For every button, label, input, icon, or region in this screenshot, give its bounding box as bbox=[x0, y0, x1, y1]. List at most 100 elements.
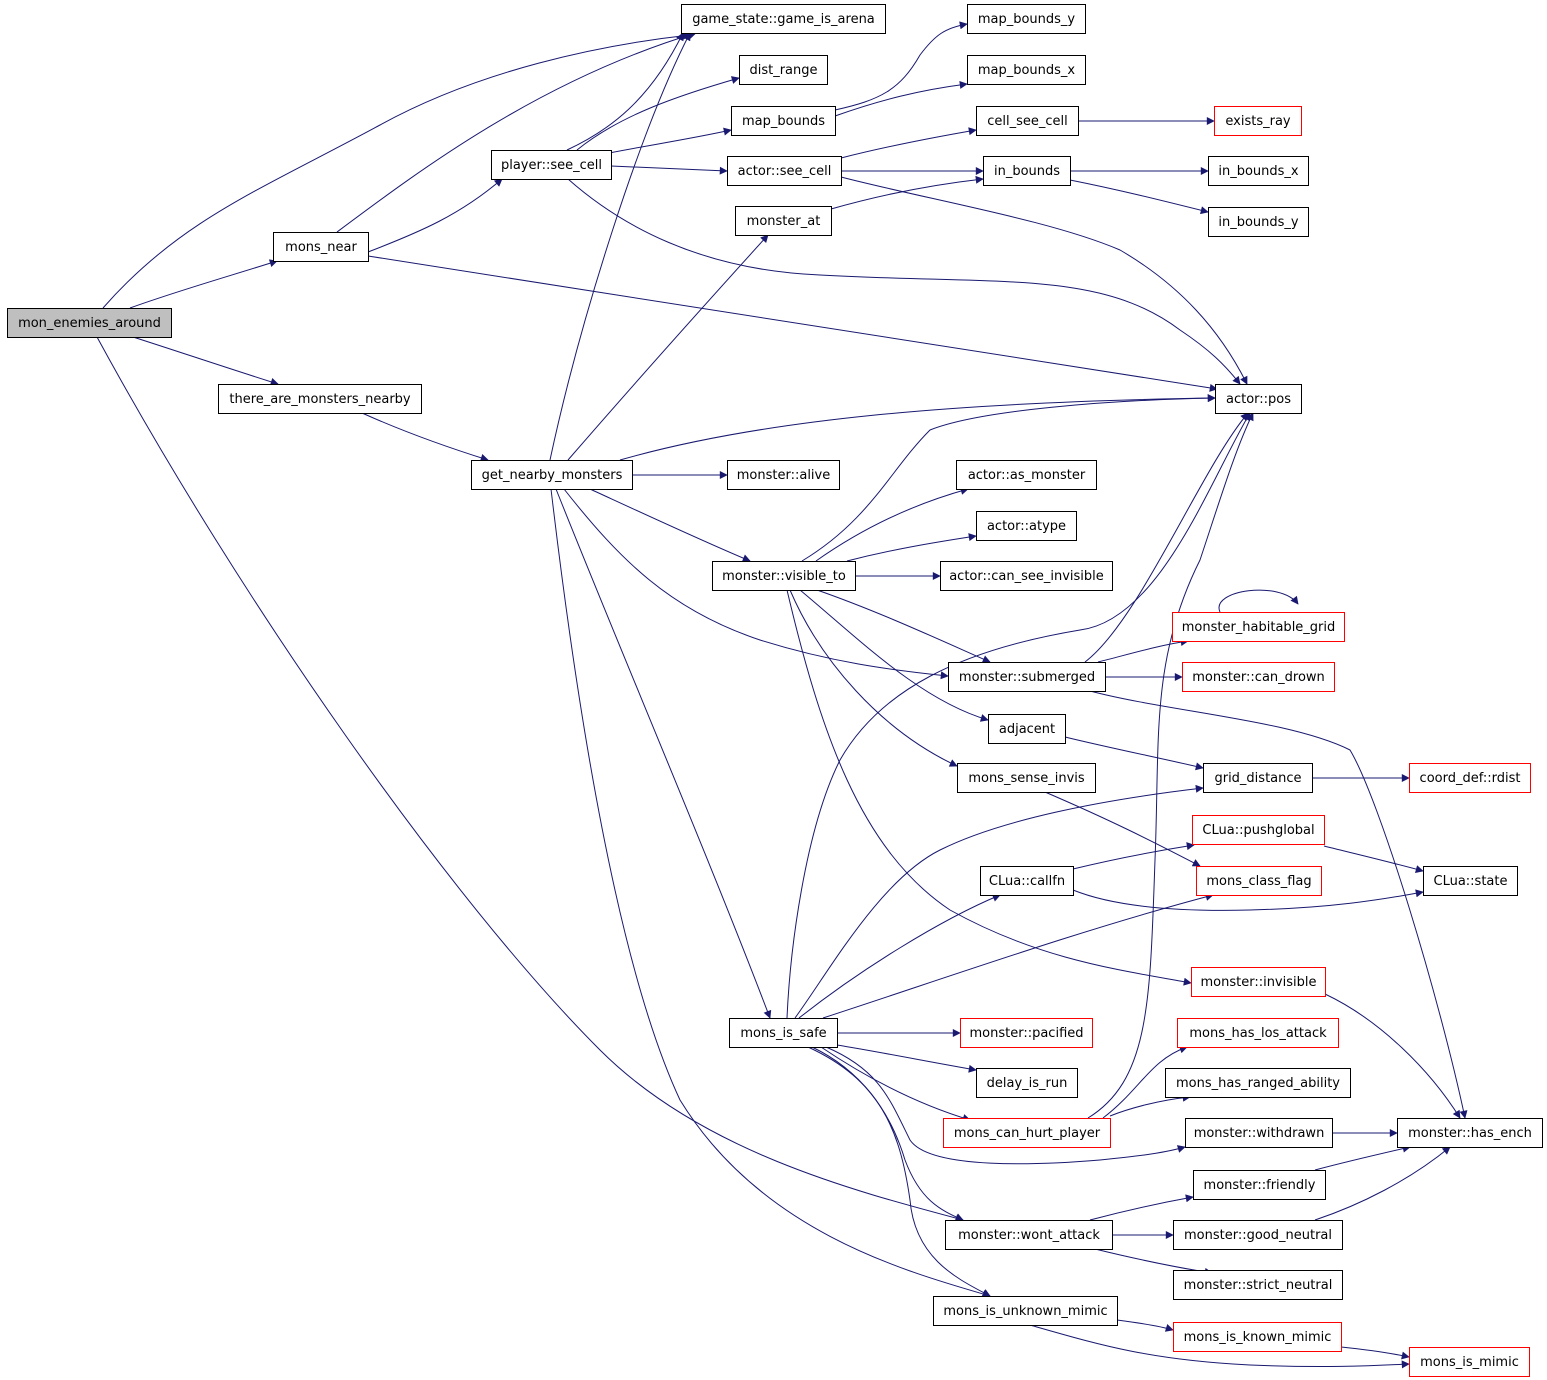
node-box-mons_near[interactable] bbox=[273, 232, 369, 262]
node-box-map_bounds_y[interactable] bbox=[967, 4, 1086, 34]
node-box-monster_has_ench[interactable] bbox=[1397, 1118, 1543, 1148]
node-box-mons_is_known_mimic[interactable] bbox=[1173, 1322, 1342, 1352]
node-map_bounds_y[interactable]: map_bounds_y bbox=[967, 4, 1086, 34]
node-box-there_are_monsters_nearby[interactable] bbox=[218, 384, 422, 414]
node-monster_visible_to[interactable]: monster::visible_to bbox=[712, 561, 856, 591]
node-box-adjacent[interactable] bbox=[988, 714, 1066, 744]
node-actor_pos[interactable]: actor::pos bbox=[1215, 384, 1302, 414]
node-get_nearby_monsters[interactable]: get_nearby_monsters bbox=[471, 460, 633, 490]
node-box-monster_wont_attack[interactable] bbox=[945, 1220, 1113, 1250]
node-dist_range[interactable]: dist_range bbox=[739, 55, 828, 85]
node-box-mons_is_unknown_mimic[interactable] bbox=[933, 1296, 1118, 1326]
node-box-coord_def_rdist[interactable] bbox=[1409, 763, 1531, 793]
node-clua_pushglobal[interactable]: CLua::pushglobal bbox=[1192, 815, 1325, 845]
node-delay_is_run[interactable]: delay_is_run bbox=[976, 1068, 1078, 1098]
node-box-monster_submerged[interactable] bbox=[948, 662, 1106, 692]
node-box-clua_callfn[interactable] bbox=[980, 866, 1074, 896]
node-in_bounds[interactable]: in_bounds bbox=[983, 156, 1071, 186]
node-box-in_bounds[interactable] bbox=[983, 156, 1071, 186]
node-adjacent[interactable]: adjacent bbox=[988, 714, 1066, 744]
node-box-actor_pos[interactable] bbox=[1215, 384, 1302, 414]
node-mons_is_known_mimic[interactable]: mons_is_known_mimic bbox=[1173, 1322, 1342, 1352]
node-mons_can_hurt_player[interactable]: mons_can_hurt_player bbox=[943, 1118, 1111, 1148]
node-box-player_see_cell[interactable] bbox=[491, 150, 612, 180]
node-box-mons_is_safe[interactable] bbox=[729, 1018, 838, 1048]
node-monster_withdrawn[interactable]: monster::withdrawn bbox=[1185, 1118, 1333, 1148]
node-box-get_nearby_monsters[interactable] bbox=[471, 460, 633, 490]
node-mons_is_unknown_mimic[interactable]: mons_is_unknown_mimic bbox=[933, 1296, 1118, 1326]
node-box-in_bounds_y[interactable] bbox=[1208, 207, 1309, 237]
node-box-clua_pushglobal[interactable] bbox=[1192, 815, 1325, 845]
node-actor_as_monster[interactable]: actor::as_monster bbox=[956, 460, 1097, 490]
node-box-game_is_arena[interactable] bbox=[681, 4, 886, 34]
node-box-map_bounds_x[interactable] bbox=[967, 55, 1086, 85]
node-monster_wont_attack[interactable]: monster::wont_attack bbox=[945, 1220, 1113, 1250]
node-box-monster_friendly[interactable] bbox=[1193, 1170, 1326, 1200]
node-map_bounds_x[interactable]: map_bounds_x bbox=[967, 55, 1086, 85]
node-box-monster_strict_neutral[interactable] bbox=[1173, 1270, 1343, 1300]
node-mons_near[interactable]: mons_near bbox=[273, 232, 369, 262]
node-box-monster_can_drown[interactable] bbox=[1182, 662, 1335, 692]
node-box-cell_see_cell[interactable] bbox=[976, 106, 1079, 136]
node-player_see_cell[interactable]: player::see_cell bbox=[491, 150, 612, 180]
node-box-actor_atype[interactable] bbox=[976, 511, 1077, 541]
node-exists_ray[interactable]: exists_ray bbox=[1214, 106, 1302, 136]
node-box-monster_good_neutral[interactable] bbox=[1173, 1220, 1343, 1250]
node-box-mons_is_mimic[interactable] bbox=[1409, 1347, 1530, 1377]
node-box-exists_ray[interactable] bbox=[1214, 106, 1302, 136]
node-mon_enemies_around[interactable]: mon_enemies_around bbox=[7, 308, 172, 338]
node-monster_pacified[interactable]: monster::pacified bbox=[960, 1018, 1093, 1048]
node-mons_is_mimic[interactable]: mons_is_mimic bbox=[1409, 1347, 1530, 1377]
node-mons_has_ranged_ability[interactable]: mons_has_ranged_ability bbox=[1165, 1068, 1351, 1098]
node-box-monster_visible_to[interactable] bbox=[712, 561, 856, 591]
node-game_is_arena[interactable]: game_state::game_is_arena bbox=[681, 4, 886, 34]
node-monster_alive[interactable]: monster::alive bbox=[727, 460, 840, 490]
node-box-mons_has_ranged_ability[interactable] bbox=[1165, 1068, 1351, 1098]
node-cell_see_cell[interactable]: cell_see_cell bbox=[976, 106, 1079, 136]
node-monster_strict_neutral[interactable]: monster::strict_neutral bbox=[1173, 1270, 1343, 1300]
node-mons_sense_invis[interactable]: mons_sense_invis bbox=[957, 763, 1096, 793]
node-there_are_monsters_nearby[interactable]: there_are_monsters_nearby bbox=[218, 384, 422, 414]
node-monster_invisible[interactable]: monster::invisible bbox=[1191, 967, 1326, 997]
node-box-mon_enemies_around[interactable] bbox=[7, 308, 172, 338]
node-box-monster_pacified[interactable] bbox=[960, 1018, 1093, 1048]
node-box-mons_has_los_attack[interactable] bbox=[1177, 1018, 1339, 1048]
node-box-monster_at[interactable] bbox=[735, 206, 832, 236]
node-monster_submerged[interactable]: monster::submerged bbox=[948, 662, 1106, 692]
node-box-dist_range[interactable] bbox=[739, 55, 828, 85]
node-in_bounds_y[interactable]: in_bounds_y bbox=[1208, 207, 1309, 237]
node-box-monster_alive[interactable] bbox=[727, 460, 840, 490]
node-box-monster_invisible[interactable] bbox=[1191, 967, 1326, 997]
node-box-in_bounds_x[interactable] bbox=[1208, 156, 1309, 186]
node-box-actor_can_see_invisible[interactable] bbox=[940, 561, 1113, 591]
node-monster_habitable_grid[interactable]: monster_habitable_grid bbox=[1172, 612, 1345, 642]
node-box-monster_withdrawn[interactable] bbox=[1185, 1118, 1333, 1148]
node-box-grid_distance[interactable] bbox=[1203, 763, 1313, 793]
node-box-monster_habitable_grid[interactable] bbox=[1172, 612, 1345, 642]
node-box-actor_see_cell[interactable] bbox=[727, 156, 842, 186]
node-monster_good_neutral[interactable]: monster::good_neutral bbox=[1173, 1220, 1343, 1250]
node-coord_def_rdist[interactable]: coord_def::rdist bbox=[1409, 763, 1531, 793]
node-actor_see_cell[interactable]: actor::see_cell bbox=[727, 156, 842, 186]
node-clua_callfn[interactable]: CLua::callfn bbox=[980, 866, 1074, 896]
node-monster_friendly[interactable]: monster::friendly bbox=[1193, 1170, 1326, 1200]
node-monster_can_drown[interactable]: monster::can_drown bbox=[1182, 662, 1335, 692]
node-monster_has_ench[interactable]: monster::has_ench bbox=[1397, 1118, 1543, 1148]
node-grid_distance[interactable]: grid_distance bbox=[1203, 763, 1313, 793]
node-in_bounds_x[interactable]: in_bounds_x bbox=[1208, 156, 1309, 186]
node-map_bounds[interactable]: map_bounds bbox=[731, 106, 836, 136]
node-box-map_bounds[interactable] bbox=[731, 106, 836, 136]
node-actor_atype[interactable]: actor::atype bbox=[976, 511, 1077, 541]
node-mons_has_los_attack[interactable]: mons_has_los_attack bbox=[1177, 1018, 1339, 1048]
node-clua_state[interactable]: CLua::state bbox=[1423, 866, 1518, 896]
node-actor_can_see_invisible[interactable]: actor::can_see_invisible bbox=[940, 561, 1113, 591]
node-mons_is_safe[interactable]: mons_is_safe bbox=[729, 1018, 838, 1048]
node-box-actor_as_monster[interactable] bbox=[956, 460, 1097, 490]
node-box-delay_is_run[interactable] bbox=[976, 1068, 1078, 1098]
node-box-mons_sense_invis[interactable] bbox=[957, 763, 1096, 793]
node-mons_class_flag[interactable]: mons_class_flag bbox=[1196, 866, 1322, 896]
node-box-mons_class_flag[interactable] bbox=[1196, 866, 1322, 896]
node-monster_at[interactable]: monster_at bbox=[735, 206, 832, 236]
node-box-clua_state[interactable] bbox=[1423, 866, 1518, 896]
node-box-mons_can_hurt_player[interactable] bbox=[943, 1118, 1111, 1148]
